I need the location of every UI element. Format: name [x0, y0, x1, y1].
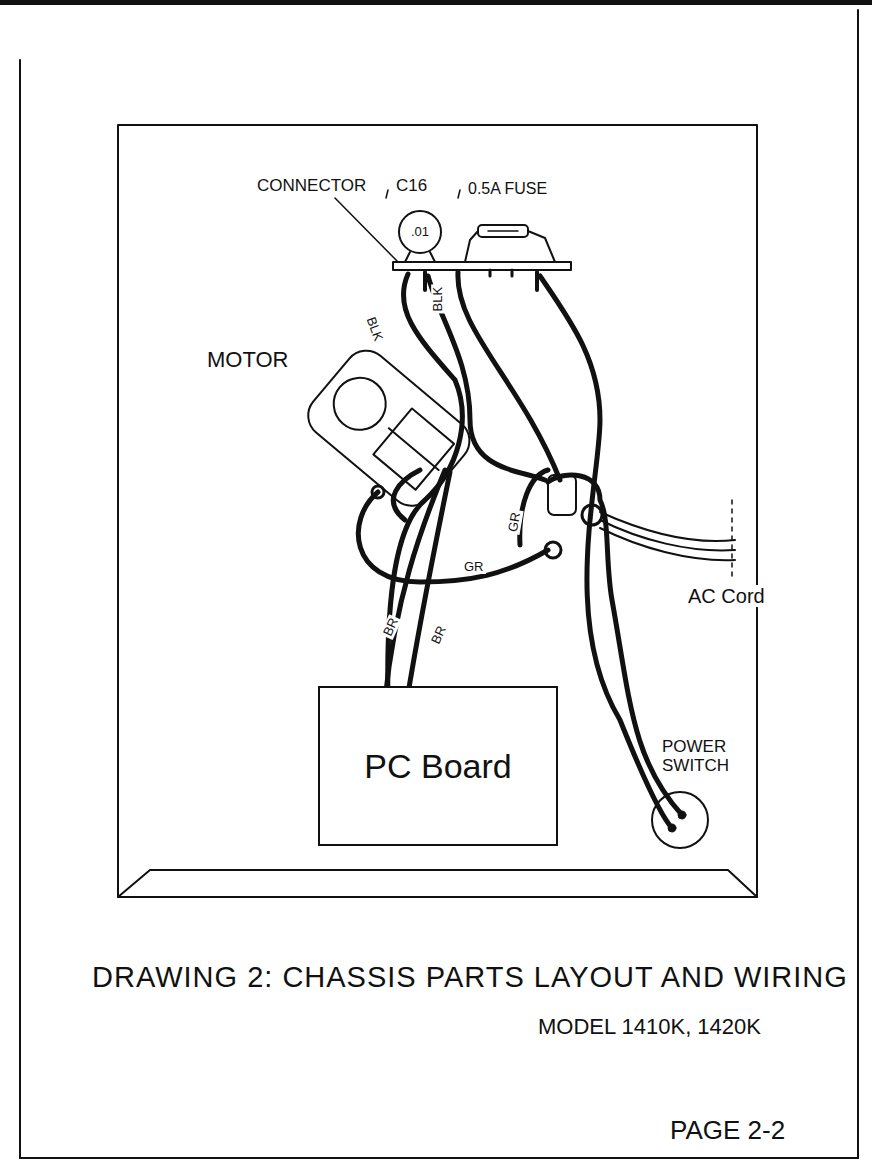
capacitor-symbol	[399, 211, 441, 253]
fuse-symbol	[478, 225, 528, 237]
separator-tick	[386, 190, 388, 198]
wire-color: BR	[428, 622, 450, 648]
wire-color: BR	[380, 614, 402, 640]
switch-terminal	[678, 811, 686, 819]
chassis-lip	[118, 870, 757, 897]
part-label: POWER SWITCH	[660, 738, 732, 775]
board-label: PC Board	[364, 747, 511, 786]
part-label: AC Cord	[686, 585, 770, 607]
ground-lug	[545, 542, 561, 558]
separator-tick	[458, 190, 460, 198]
part-number: C16	[394, 177, 429, 196]
part-label: MOTOR	[205, 348, 290, 372]
chassis-panel	[118, 125, 757, 897]
wire-color: BLK	[363, 313, 386, 345]
terminal-lug	[490, 270, 512, 276]
page-border	[20, 1157, 858, 1159]
page-number: PAGE 2-2	[668, 1116, 787, 1145]
pc-board: PC Board	[318, 686, 558, 846]
ac-cord	[600, 512, 735, 560]
cable-clamp	[548, 475, 576, 515]
fuse-element	[488, 230, 518, 232]
terminal-strip	[393, 262, 571, 270]
capacitor-lead	[405, 252, 435, 262]
page-border	[19, 60, 21, 1158]
page-border	[857, 10, 859, 1158]
capacitor-value: .01	[409, 225, 431, 239]
wire-color: GR	[462, 560, 486, 574]
part-label: 0.5A FUSE	[466, 180, 549, 198]
leader-line	[335, 198, 398, 262]
model-number: MODEL 1410K, 1420K	[536, 1015, 763, 1039]
motor-symbol	[299, 342, 478, 515]
switch-terminal	[668, 824, 676, 832]
fuse-clip	[465, 231, 555, 262]
wire-color: BLK	[431, 285, 445, 314]
drawing-title: DRAWING 2: CHASSIS PARTS LAYOUT AND WIRI…	[90, 962, 850, 994]
power-switch-symbol	[652, 792, 708, 848]
clamp-screw	[582, 505, 602, 525]
panel-edge	[731, 500, 733, 580]
wire-color: GR	[506, 509, 524, 535]
callout-label: CONNECTOR	[255, 177, 368, 196]
top-bar	[0, 0, 872, 5]
